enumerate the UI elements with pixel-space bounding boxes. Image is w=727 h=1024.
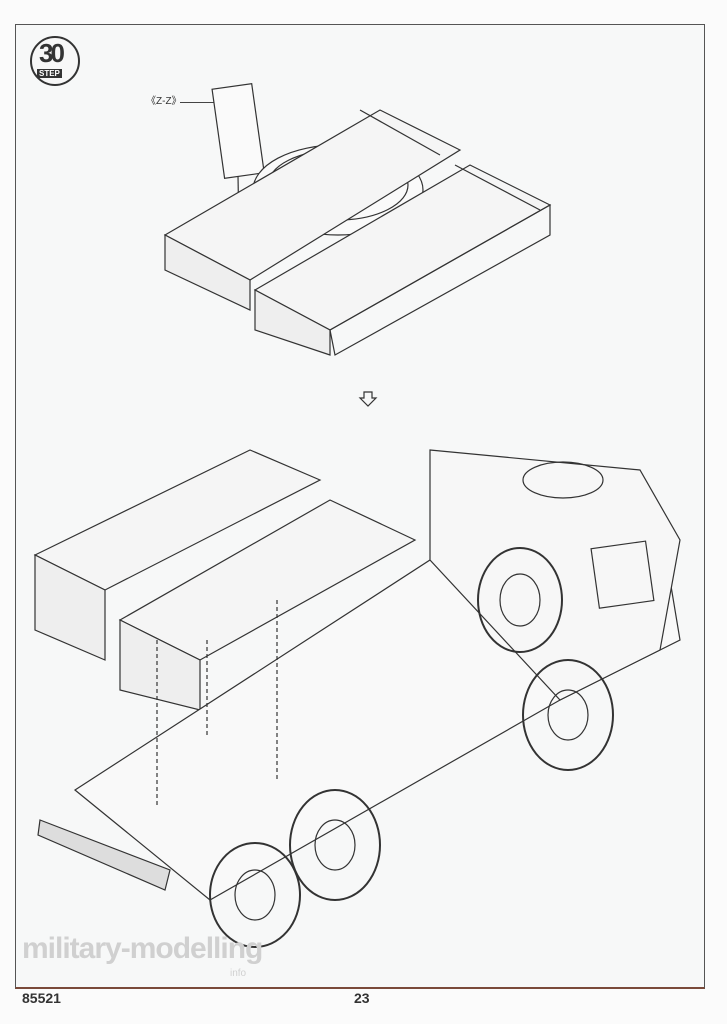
step-number: 30 [39,38,65,68]
kit-number: 85521 [22,990,61,1006]
page-number: 23 [354,990,370,1006]
callout-leader-line [180,102,218,103]
launcher-assembly [163,82,552,356]
step-label: STEP [37,69,62,78]
down-arrow-icon [358,391,378,407]
part-callout: 《Z-Z》 [146,96,182,107]
watermark-sub: info [230,968,247,979]
truck-assembly [33,449,681,948]
step-badge: 30 STEP [30,36,80,86]
watermark-logo: military-modelling [22,932,263,965]
